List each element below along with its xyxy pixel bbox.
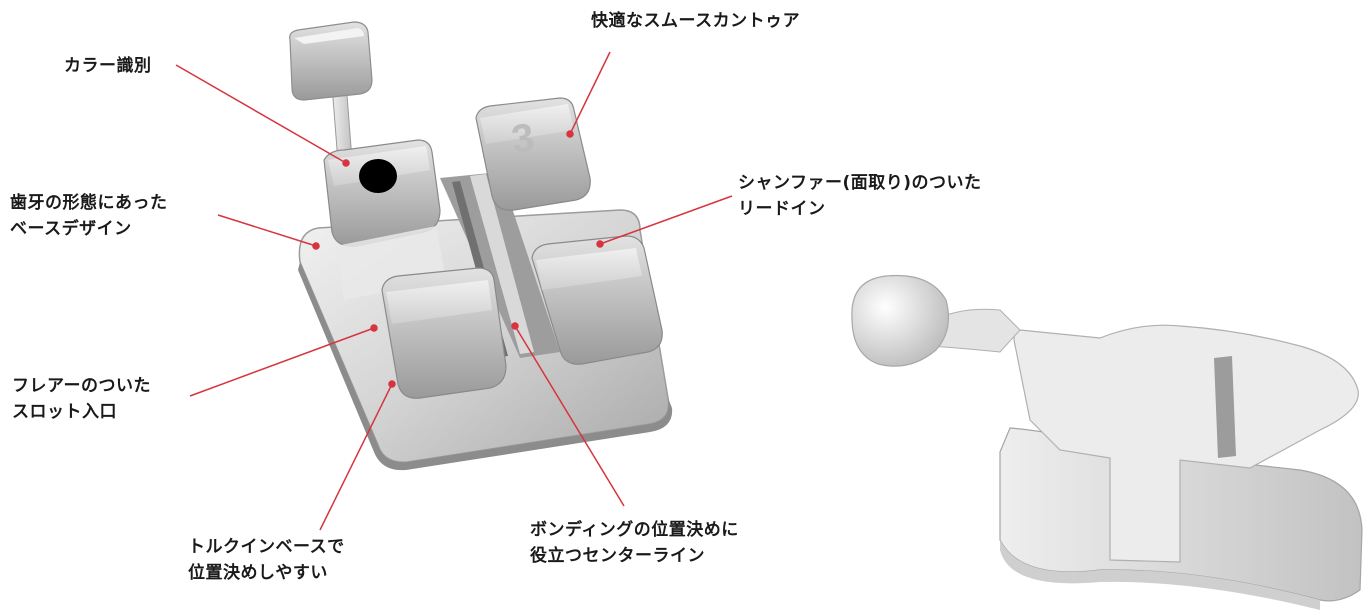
leader-torque-base bbox=[319, 383, 393, 531]
label-centerline: ボンディングの位置決めに 役立つセンターライン bbox=[530, 520, 739, 566]
label-flared-slot: フレアーのついた スロット入口 bbox=[12, 376, 151, 422]
lower-left-wing bbox=[381, 267, 507, 399]
upper-left-wing bbox=[323, 139, 446, 300]
leader-base-design bbox=[217, 214, 317, 247]
lower-right-wing bbox=[531, 235, 663, 365]
leader-color-id bbox=[175, 64, 347, 164]
bracket-side-view bbox=[851, 274, 1363, 610]
leader-smooth-contour bbox=[569, 51, 611, 135]
side-hook-ball bbox=[851, 274, 949, 367]
side-hook-stem bbox=[929, 308, 1021, 353]
color-id-marker bbox=[359, 159, 397, 193]
leader-lines bbox=[175, 51, 733, 531]
leader-centerline bbox=[514, 325, 625, 507]
label-torque-base: トルクインベースで 位置決めしやすい bbox=[188, 537, 345, 583]
label-chamfer: シャンファー(面取り)のついた リードイン bbox=[738, 173, 982, 219]
label-smooth-contour: 快適なスムースカントゥア bbox=[591, 11, 801, 31]
label-color-id: カラー識別 bbox=[64, 56, 152, 76]
bracket-front-view: 3 bbox=[289, 21, 673, 471]
upper-right-wing: 3 bbox=[475, 97, 591, 211]
label-base-design: 歯牙の形態にあった ベースデザイン bbox=[10, 193, 168, 239]
leader-chamfer bbox=[599, 195, 733, 245]
hook bbox=[289, 21, 373, 163]
side-body bbox=[1013, 324, 1359, 563]
leader-flared-slot bbox=[189, 327, 375, 397]
